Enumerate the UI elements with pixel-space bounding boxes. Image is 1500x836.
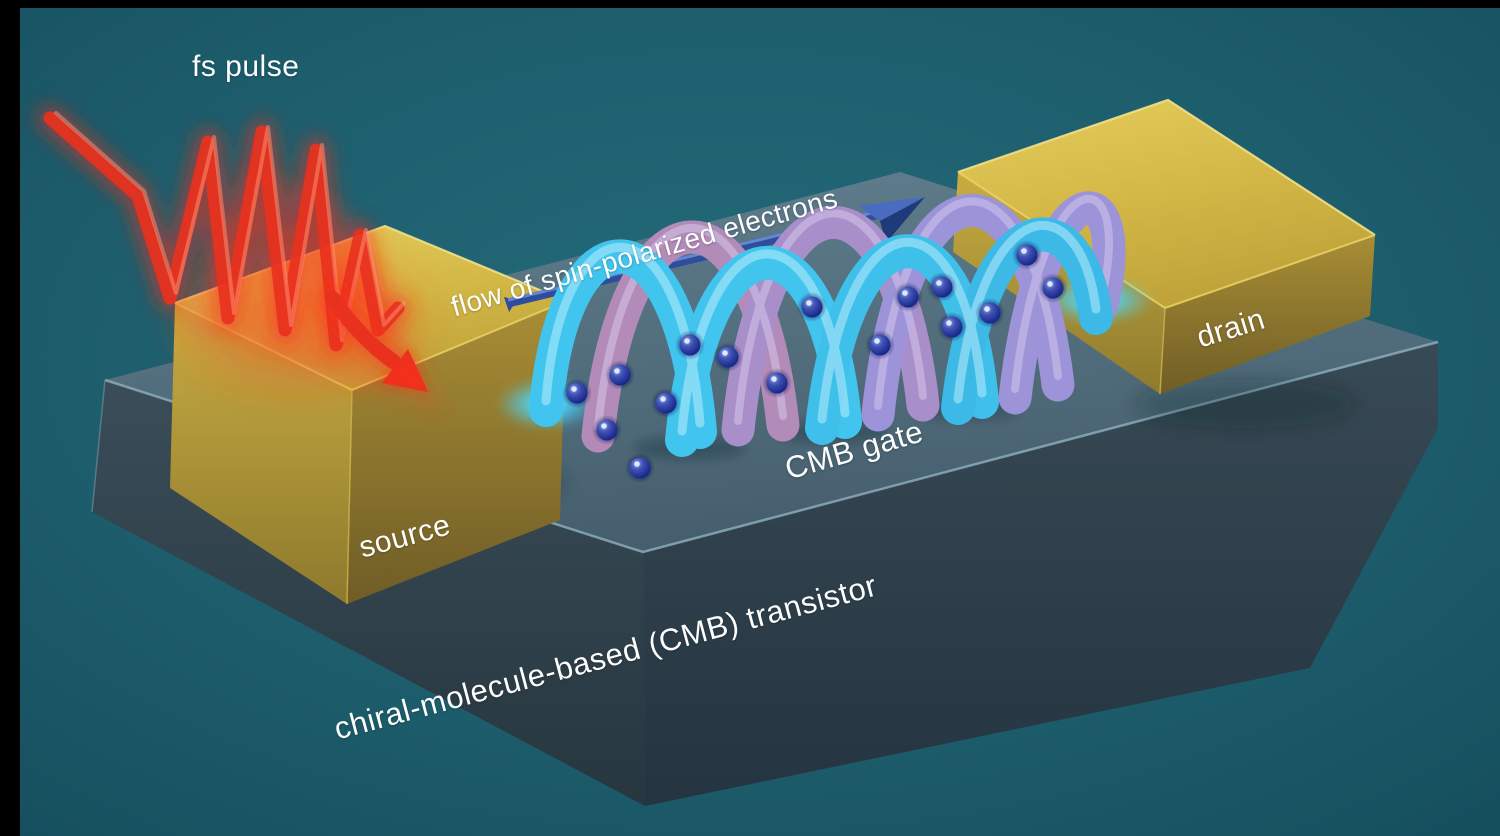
cmb-gate-helix (496, 191, 1153, 483)
electron (893, 282, 923, 312)
electrons (562, 240, 1068, 483)
electron (605, 360, 635, 390)
electron (675, 330, 705, 360)
electron (562, 378, 592, 408)
electron (713, 342, 743, 372)
pulse-reflection-arrow (319, 285, 428, 392)
fs-pulse-label: fs pulse (192, 50, 300, 83)
electron (927, 272, 957, 302)
helix-back-strands (581, 191, 1126, 453)
electron (762, 368, 792, 398)
electron (865, 330, 895, 360)
electron (625, 453, 655, 483)
electron (975, 298, 1005, 328)
electron (651, 388, 681, 418)
electron (1012, 240, 1042, 270)
fs-pulse-beam (37, 105, 450, 415)
electron (937, 312, 967, 342)
electron (592, 415, 622, 445)
electron (1038, 273, 1068, 303)
electron (797, 292, 827, 322)
